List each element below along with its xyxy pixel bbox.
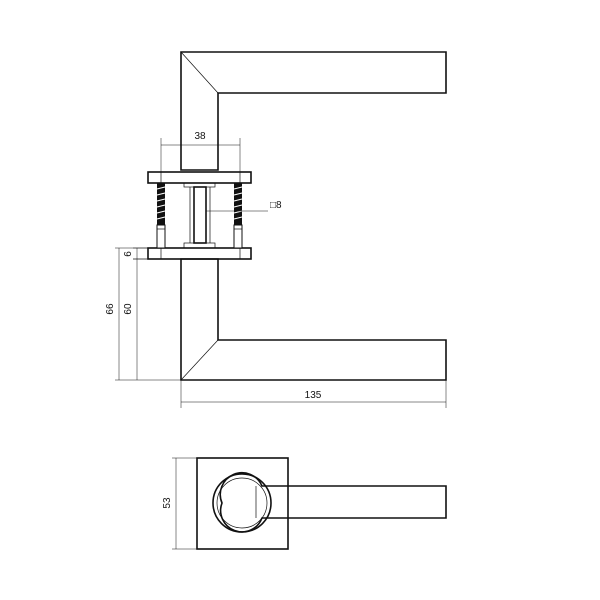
dim-label-53: 53 xyxy=(162,497,173,509)
upper-lever xyxy=(180,51,447,171)
dimension-60: 60 xyxy=(123,258,181,381)
spindle xyxy=(189,186,211,244)
dimension-rose-thickness: 6 xyxy=(123,247,148,260)
dimension-rose-square: 53 xyxy=(162,457,197,550)
dimension-66: 66 xyxy=(105,247,148,381)
square-rose xyxy=(196,457,289,550)
dimension-spindle: □8 xyxy=(206,200,282,212)
dim-label-66: 66 xyxy=(105,303,116,315)
dim-label-spindle-square: □8 xyxy=(270,200,282,211)
fixing-screw-left xyxy=(156,183,166,249)
lower-lever xyxy=(180,258,447,381)
dim-label-60: 60 xyxy=(123,303,134,315)
rose-inner-ring xyxy=(216,477,268,529)
dimension-lever-length: 135 xyxy=(180,380,447,408)
dim-label-6: 6 xyxy=(123,251,134,257)
front-view: 53 xyxy=(162,457,447,550)
fixing-screw-right xyxy=(233,183,243,249)
side-view: 38 □8 6 60 66 xyxy=(105,51,447,408)
dimension-rose-width: 38 xyxy=(160,131,241,172)
dim-label-135: 135 xyxy=(305,390,322,401)
front-lever xyxy=(219,471,447,533)
dim-label-38: 38 xyxy=(194,131,206,142)
